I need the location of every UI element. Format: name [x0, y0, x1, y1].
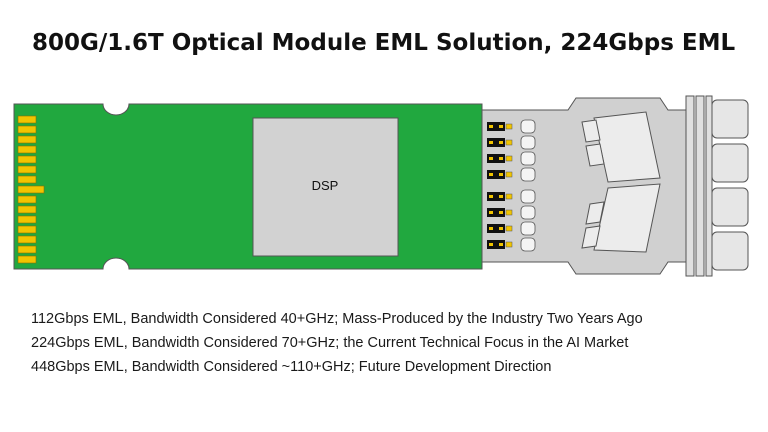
gold-finger: [17, 175, 37, 184]
lens-array: [520, 119, 536, 252]
eml-chip: [487, 138, 513, 147]
lens: [520, 167, 536, 182]
fiber-port: [711, 143, 749, 183]
optical-mux-block-top: [581, 111, 661, 183]
gold-finger: [17, 205, 37, 214]
gold-finger: [17, 155, 37, 164]
eml-chip: [487, 122, 513, 131]
eml-description-112g: 112Gbps EML, Bandwidth Considered 40+GHz…: [31, 311, 643, 327]
eml-chip: [487, 154, 513, 163]
gold-finger: [17, 125, 37, 134]
lens: [520, 221, 536, 236]
gold-finger: [17, 165, 37, 174]
connector-flange-2: [695, 95, 705, 277]
eml-chip: [487, 224, 513, 233]
fiber-port: [711, 99, 749, 139]
eml-description-224g: 224Gbps EML, Bandwidth Considered 70+GHz…: [31, 335, 629, 351]
gold-finger: [17, 225, 37, 234]
eml-chip: [487, 192, 513, 201]
fiber-port: [711, 187, 749, 227]
gold-finger: [17, 195, 37, 204]
connector-flange-3: [705, 95, 713, 277]
optical-mux-block-bottom: [581, 183, 661, 253]
fiber-port-array: [711, 99, 749, 271]
eml-chip: [487, 240, 513, 249]
gold-finger: [17, 145, 37, 154]
lens: [520, 135, 536, 150]
mux-filter-top-b: [585, 143, 605, 167]
pcb-board: [13, 103, 483, 270]
lens: [520, 189, 536, 204]
eml-chip: [487, 208, 513, 217]
gold-finger: [17, 235, 37, 244]
dsp-chip-body: [252, 117, 399, 257]
fiber-connector: [685, 95, 749, 277]
gold-finger: [17, 215, 37, 224]
gold-fingers: [17, 115, 45, 264]
mux-filter-bottom-b: [581, 225, 601, 249]
lens: [520, 151, 536, 166]
gold-finger: [17, 245, 37, 254]
gold-finger: [17, 185, 45, 194]
lens: [520, 237, 536, 252]
dsp-chip: DSP: [252, 117, 399, 257]
page-title: 800G/1.6T Optical Module EML Solution, 2…: [32, 30, 736, 56]
connector-flange-1: [685, 95, 695, 277]
mux-filter-bottom-a: [585, 201, 605, 225]
gold-finger: [17, 115, 37, 124]
lens: [520, 119, 536, 134]
fiber-port: [711, 231, 749, 271]
eml-chip-array: [487, 122, 513, 249]
optical-subassembly: [481, 97, 687, 275]
optical-module-diagram: DSP: [13, 95, 749, 277]
pcb-outline: [13, 103, 483, 270]
mux-filter-top-a: [581, 119, 601, 143]
dsp-label: DSP: [312, 178, 339, 193]
lens: [520, 205, 536, 220]
eml-description-448g: 448Gbps EML, Bandwidth Considered ~110+G…: [31, 359, 552, 375]
gold-finger: [17, 135, 37, 144]
gold-finger: [17, 255, 37, 264]
eml-chip: [487, 170, 513, 179]
